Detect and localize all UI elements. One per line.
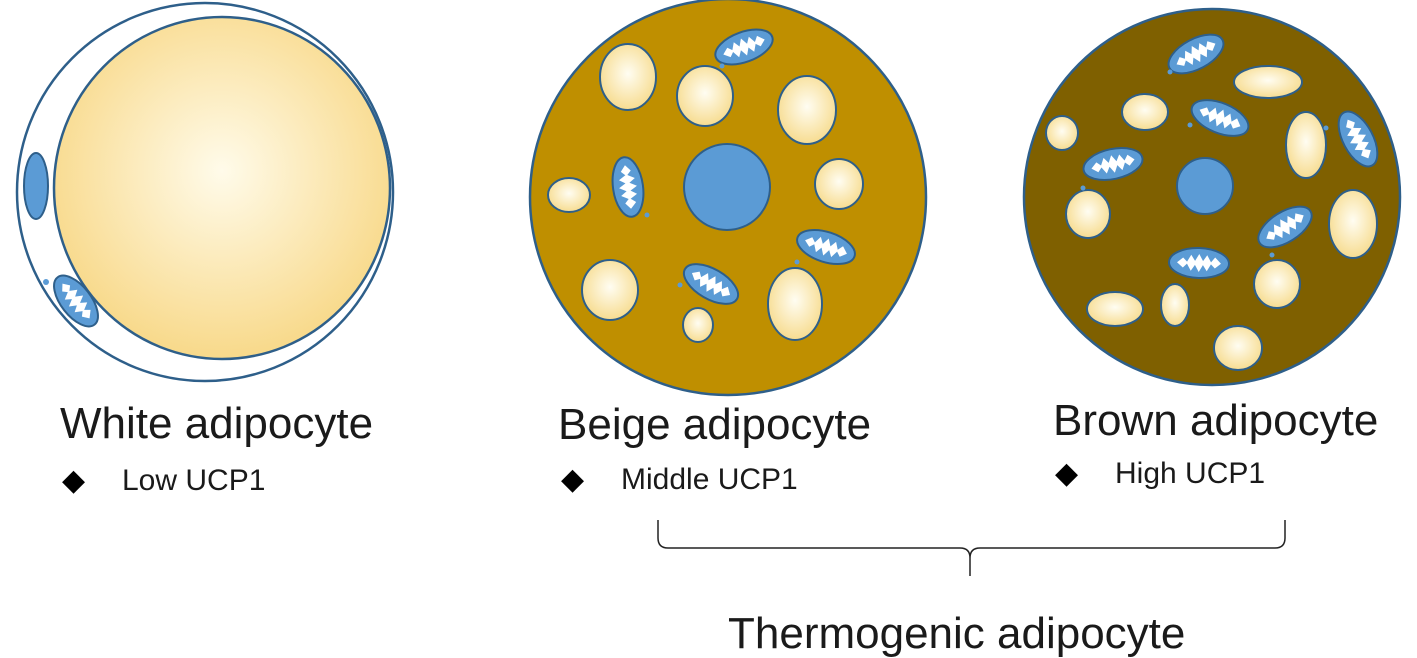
diamond-bullet-icon: ◆ xyxy=(62,464,86,497)
brown-adipocyte-title: Brown adipocyte xyxy=(1053,396,1379,445)
diamond-bullet-icon: ◆ xyxy=(561,463,585,496)
beige-ucp1-level: Middle UCP1 xyxy=(621,463,798,496)
thermogenic-brace xyxy=(657,520,1286,576)
brown-lipid-droplets xyxy=(1045,65,1378,371)
white-adipocyte-cell xyxy=(15,1,395,383)
white-vesicle xyxy=(43,279,49,285)
beige-adipocyte-cell xyxy=(528,0,928,397)
beige-lipid-droplets xyxy=(547,43,864,343)
white-lipid-droplet xyxy=(52,15,392,361)
beige-nucleus xyxy=(683,143,771,231)
beige-ucp1-row: ◆ Middle UCP1 xyxy=(561,465,798,495)
brown-ucp1-row: ◆ High UCP1 xyxy=(1055,459,1265,489)
beige-adipocyte-title: Beige adipocyte xyxy=(558,400,872,449)
thermogenic-group-label: Thermogenic adipocyte xyxy=(728,609,1186,658)
brown-adipocyte-cell xyxy=(1022,7,1402,387)
white-ucp1-row: ◆ Low UCP1 xyxy=(62,466,265,496)
brown-ucp1-level: High UCP1 xyxy=(1115,457,1266,490)
white-nucleus xyxy=(23,152,49,220)
diamond-bullet-icon: ◆ xyxy=(1055,457,1079,490)
white-adipocyte-title: White adipocyte xyxy=(60,399,374,448)
white-ucp1-level: Low UCP1 xyxy=(122,464,266,497)
brown-nucleus xyxy=(1176,157,1234,215)
